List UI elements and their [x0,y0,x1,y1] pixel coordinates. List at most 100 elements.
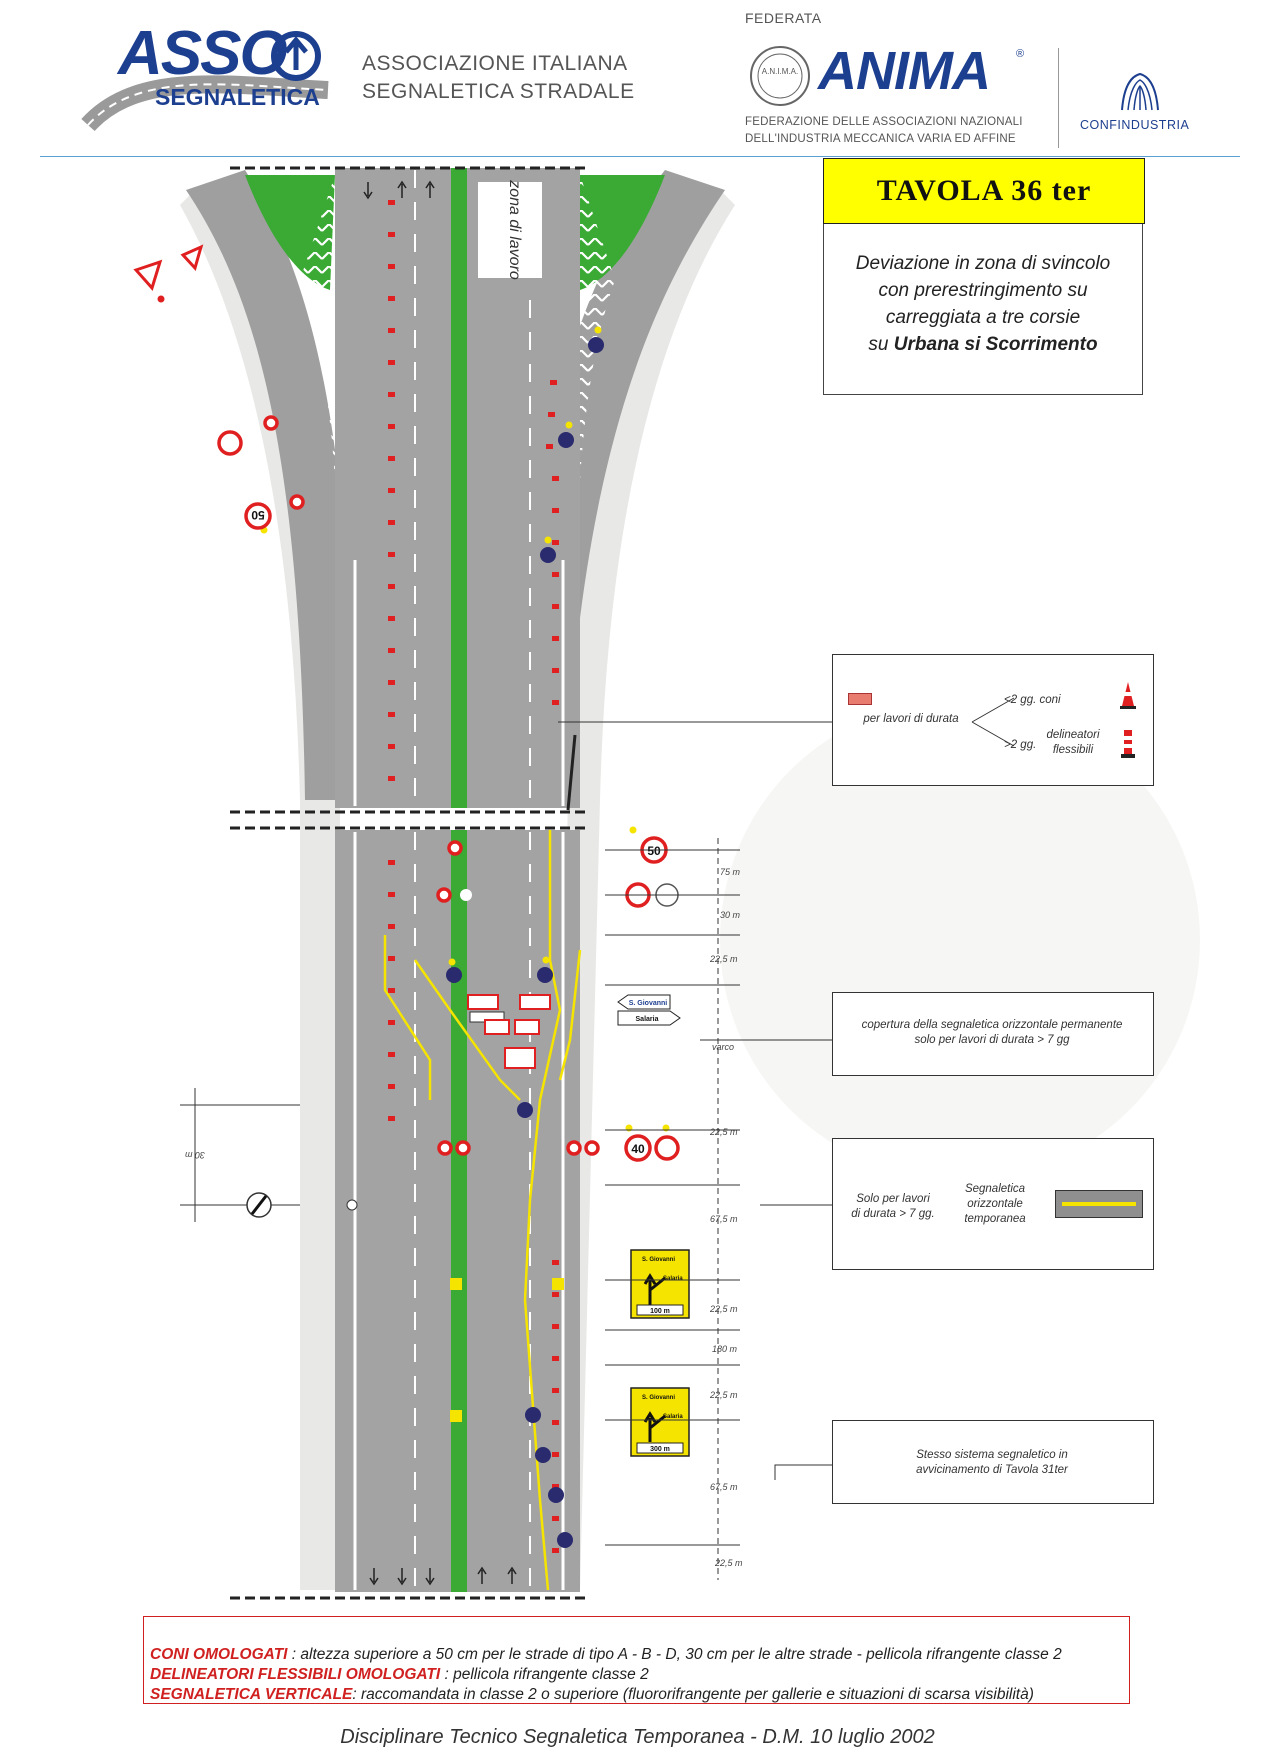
right-ramp-shoulder [560,190,735,1590]
coverage-note-box [832,992,1154,1076]
sign100-dest-bottom: Salaria [663,1276,683,1282]
section-break-lines [230,166,590,1600]
asso-subtitle: SEGNALETICA [155,84,320,110]
coverage-note-line1: copertura della segnaletica orizzontale … [861,1019,1123,1031]
dim-label-9: 22,5 m [709,1390,738,1400]
temporary-note-left-line2: di durata > 7 gg. [851,1208,935,1220]
anima-registered-mark: ® [1016,48,1025,60]
dim-label-8: 180 m [712,1344,738,1354]
speed-limit-40: 40 [624,1134,652,1162]
speed-limit-50-left-text: 50 [251,508,265,522]
varco-sign-bottom-text: Salaria [636,1016,659,1023]
dim-label-7: 22,5 m [709,1304,738,1314]
temporary-yellow-lines [383,830,582,1591]
footer-coni-text: : altezza superiore a 50 cm per le strad… [287,1646,1062,1663]
sign300-dest-top: S. Giovanni [642,1395,675,1401]
anima-description-line2: DELL'INDUSTRIA MECCANICA VARIA ED AFFINE [745,133,1016,145]
duration-lt-label: <2 gg. coni [1004,694,1061,706]
federata-label: FEDERATA [745,10,822,26]
temporary-note-left: Solo per lavori di durata > 7 gg. [838,1192,948,1222]
footer-segnaletica-line: SEGNALETICA VERTICALE: raccomandata in c… [150,1686,1034,1704]
description-line3: carreggiata a tre corsie [885,307,1081,328]
cone-line-lower-right [552,1260,559,1553]
same-system-note-line1: Stesso sistema segnaletico in [916,1449,1068,1461]
red-ring-signs [263,415,600,1156]
dim-label-11: 22,5 m [714,1558,743,1568]
dim-label-3: 22,5 m [709,954,738,964]
association-name-line2: SEGNALETICA STRADALE [362,80,635,103]
cone-icon [1120,682,1136,709]
association-name: ASSOCIAZIONE ITALIANA SEGNALETICA STRADA… [362,50,635,106]
white-marker-median [460,889,472,901]
median-upper [451,168,467,808]
anima-description-line1: FEDERAZIONE DELLE ASSOCIAZIONI NAZIONALI [745,116,1023,128]
temporary-note-right: Segnaletica orizzontale temporanea [950,1182,1040,1227]
confindustria-label: CONFINDUSTRIA [1080,118,1190,132]
footer-coni-label: CONI OMOLOGATI [150,1646,288,1663]
description-line4-bold: Urbana si Scorrimento [893,334,1098,355]
duration-brace-icon [971,697,1015,747]
header-divider [1058,48,1059,148]
note-leader-lines [558,721,832,1480]
dim-label-30m: 30 m [184,1150,205,1160]
description-line2: con prerestringimento su [878,280,1088,301]
confindustria-emblem-icon [1121,72,1159,111]
anima-wordmark: ANIMA [818,41,991,101]
left-ramp [186,170,355,800]
association-name-line1: ASSOCIAZIONE ITALIANA [362,52,628,75]
cone-legend-swatch [848,693,872,705]
end-restriction-sign [246,1192,272,1218]
speed-limit-40-text: 40 [631,1142,645,1156]
same-system-note-text: Stesso sistema segnaletico in avviciname… [836,1448,1148,1478]
same-system-note-line2: avvicinamento di Tavola 31ter [916,1464,1068,1476]
delineator-line [566,734,577,811]
description-line1: Deviazione in zona di svincolo [855,253,1111,274]
delineatori-line2: flessibili [1052,744,1094,756]
median-lower [451,830,467,1592]
description-text: Deviazione in zona di svincolo con prere… [823,250,1143,358]
description-line4: su Urbana si Scorrimento [823,331,1143,358]
dim-label-10: 67,5 m [710,1482,738,1492]
disciplinare-caption: Disciplinare Tecnico Segnaletica Tempora… [340,1726,935,1748]
dim-label-4: varco [712,1042,734,1052]
footer-segnaletica-text: : raccomandata in classe 2 o superiore (… [352,1686,1034,1703]
sign100-distance: 100 m [650,1308,670,1315]
sign300-dest-bottom: Salaria [663,1414,683,1420]
delineatori-line1: delineatori [1046,729,1100,741]
taper-chevron-signs [467,994,551,1069]
left-dimension [180,1088,300,1222]
footer-delineatori-line: DELINEATORI FLESSIBILI OMOLOGATI : pelli… [150,1666,649,1684]
duration-gt-label: >2 gg. [1004,739,1037,751]
cone-line-upper-left [388,200,395,1121]
warning-triangle-signs [133,244,204,303]
duration-label: per lavori di durata [863,713,959,725]
speed-limit-50-text: 50 [647,844,661,858]
delineatori-label: delineatori flessibili [1038,728,1108,758]
duration-note-box [832,654,1154,786]
sign100-dest-top: S. Giovanni [642,1257,675,1263]
edge-lines [353,560,565,1590]
temporary-note-right-line1: Segnaletica [964,1183,1026,1195]
dimension-labels: 75 m 30 m 22,5 m varco 22,5 m 67,5 m 22,… [709,867,743,1568]
temporary-note-right-line2: orizzontale [967,1198,1023,1210]
speed-limit-50-left: 50 [244,502,272,530]
dimension-chain [605,838,740,1580]
anima-seal-icon: A.N.I.M.A. [750,46,810,106]
same-system-note-box [832,1420,1154,1504]
footer-coni-line: CONI OMOLOGATI : altezza superiore a 50 … [150,1646,1062,1664]
cone-line-upper-right [546,380,559,705]
direction-sign-varco: S. Giovanni Salaria [617,994,681,1026]
sign300-distance: 300 m [650,1446,670,1453]
anima-seal-text: A.N.I.M.A. [762,67,798,76]
no-overtaking-signs [217,430,680,1161]
dim-label-2: 30 m [720,910,741,920]
lane-markings [414,170,531,1590]
tavola-title: TAVOLA 36 ter [823,158,1145,224]
flexible-delineator-icon [1121,730,1135,758]
footer-segnaletica-label: SEGNALETICA VERTICALE [150,1686,353,1703]
fork-arrow-icon [643,1411,666,1442]
footer-legend-box [143,1616,1130,1704]
footer-delineatori-label: DELINEATORI FLESSIBILI OMOLOGATI [150,1666,441,1683]
temporary-marking-stripe [1062,1202,1136,1206]
dim-label-1: 75 m [720,867,741,877]
